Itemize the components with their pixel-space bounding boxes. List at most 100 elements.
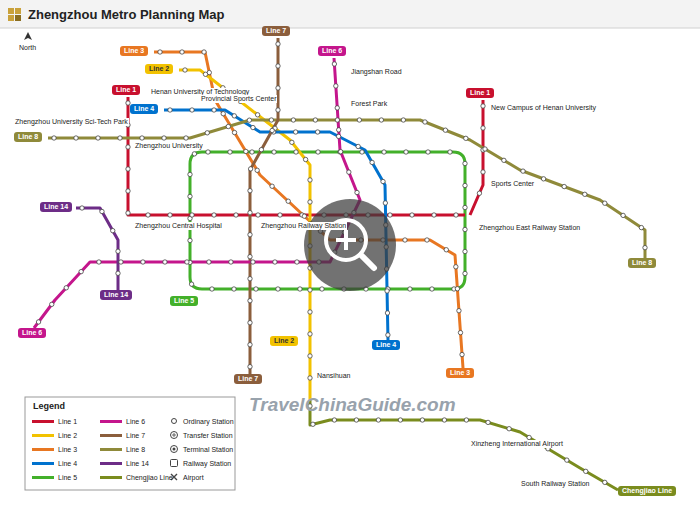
station-dot bbox=[355, 190, 359, 194]
station-dot bbox=[354, 418, 358, 422]
station-name: New Campus of Henan University bbox=[490, 104, 597, 112]
station-dot bbox=[444, 248, 448, 252]
legend-swatch bbox=[32, 434, 54, 437]
station-dot bbox=[276, 42, 280, 46]
legend-row: Line 3 bbox=[32, 444, 77, 454]
station-dot bbox=[244, 149, 248, 153]
station-dot bbox=[276, 86, 280, 90]
station-dot bbox=[565, 458, 569, 462]
legend-row: Line 1 bbox=[32, 416, 77, 426]
line-name: Line 3 bbox=[124, 47, 144, 54]
station-dot bbox=[126, 167, 130, 171]
watermark: TravelChinaGuide.com bbox=[248, 394, 457, 416]
legend-swatch bbox=[100, 420, 122, 423]
station-dot bbox=[383, 201, 387, 205]
station-dot bbox=[74, 136, 78, 140]
station-dot bbox=[140, 136, 144, 140]
station-dot bbox=[334, 84, 338, 88]
station-dot bbox=[291, 118, 295, 122]
station-dot bbox=[338, 149, 342, 153]
station-dot bbox=[119, 260, 123, 264]
station-dot bbox=[385, 289, 389, 293]
legend-text: Line 6 bbox=[126, 418, 145, 425]
legend-row: Chengjiao Line bbox=[100, 472, 173, 482]
legend-swatch bbox=[32, 476, 54, 479]
legend-swatch bbox=[32, 420, 54, 423]
station-dot bbox=[463, 271, 467, 275]
station-dot bbox=[251, 125, 255, 129]
station-dot bbox=[332, 418, 336, 422]
station-dot bbox=[507, 427, 511, 431]
station-dot bbox=[158, 50, 162, 54]
legend-text: Line 5 bbox=[58, 474, 77, 481]
legend-row: Line 14 bbox=[100, 458, 149, 468]
station-dot bbox=[320, 287, 324, 291]
line-name: Line 14 bbox=[44, 203, 68, 210]
station-name: Zhengzhou East Railway Station bbox=[478, 224, 581, 232]
transfer-station-symbol bbox=[172, 433, 176, 437]
line-badge: Line 6 bbox=[318, 46, 346, 56]
station-dot bbox=[116, 249, 120, 253]
station-dot bbox=[248, 364, 252, 368]
legend-text: Line 1 bbox=[58, 418, 77, 425]
station-dot bbox=[386, 333, 390, 337]
station-dot bbox=[272, 150, 276, 154]
north-arrow bbox=[24, 32, 32, 40]
line-name: Line 2 bbox=[149, 65, 169, 72]
station-dot bbox=[303, 157, 307, 161]
station-dot bbox=[356, 144, 360, 148]
station-dot bbox=[229, 260, 233, 264]
line-name: Line 2 bbox=[274, 337, 294, 344]
station-name: Sports Center bbox=[490, 180, 535, 188]
legend-row: Line 6 bbox=[100, 416, 145, 426]
station-dot bbox=[141, 260, 145, 264]
station-dot bbox=[248, 320, 252, 324]
station-dot bbox=[401, 118, 405, 122]
station-dot bbox=[398, 418, 402, 422]
transfer-station-symbol bbox=[171, 432, 178, 439]
legend-symbol-slot bbox=[168, 445, 180, 453]
legend-text: Line 8 bbox=[126, 446, 145, 453]
legend-swatch bbox=[100, 434, 122, 437]
legend-text: Line 2 bbox=[58, 432, 77, 439]
station-dot bbox=[286, 199, 290, 203]
legend-symbol-slot bbox=[168, 431, 180, 439]
station-dot bbox=[379, 118, 383, 122]
station-dot bbox=[481, 104, 485, 108]
station-dot bbox=[388, 213, 392, 217]
station-dot bbox=[477, 191, 481, 195]
station-dot bbox=[454, 213, 458, 217]
station-dot bbox=[335, 106, 339, 110]
line-name: Line 4 bbox=[134, 105, 154, 112]
logo-mark bbox=[8, 8, 14, 14]
line-badge: Line 4 bbox=[372, 340, 400, 350]
line-name: Line 8 bbox=[632, 259, 652, 266]
station-dot bbox=[527, 435, 531, 439]
line-badge: Line 7 bbox=[234, 374, 262, 384]
station-dot bbox=[168, 108, 172, 112]
station-dot bbox=[270, 128, 274, 132]
metro-lines bbox=[34, 38, 645, 490]
line-name: Line 7 bbox=[238, 375, 258, 382]
station-name: Xinzheng International Airport bbox=[470, 440, 564, 448]
zoom-handle bbox=[361, 255, 374, 268]
station-dot bbox=[460, 352, 464, 356]
metro-line bbox=[34, 58, 360, 328]
station-dot bbox=[357, 118, 361, 122]
station-dot bbox=[80, 206, 84, 210]
legend-row: Ordinary Station bbox=[168, 416, 234, 426]
station-dot bbox=[360, 150, 364, 154]
station-dot bbox=[256, 213, 260, 217]
metro-line bbox=[48, 120, 645, 258]
metro-line bbox=[470, 100, 483, 215]
legend-swatch bbox=[100, 448, 122, 451]
station-name: Provincial Sports Center bbox=[200, 95, 277, 103]
station-dot bbox=[308, 376, 312, 380]
legend-swatch bbox=[32, 462, 54, 465]
station-dot bbox=[228, 150, 232, 154]
line-name: Line 3 bbox=[450, 369, 470, 376]
station-dot bbox=[336, 134, 340, 138]
station-dot bbox=[189, 282, 193, 286]
legend-row: Line 2 bbox=[32, 430, 77, 440]
